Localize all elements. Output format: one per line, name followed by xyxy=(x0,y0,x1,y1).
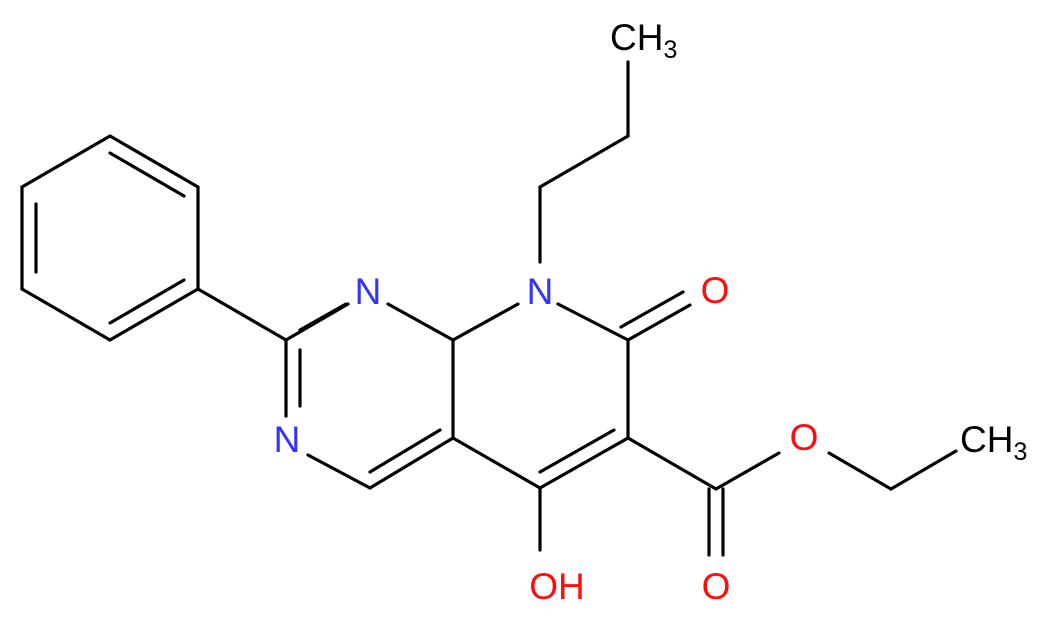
methyl-label: CH3 xyxy=(960,419,1027,466)
methyl-subscript: 3 xyxy=(663,36,677,64)
bond xyxy=(386,302,455,342)
bond-inner xyxy=(108,151,186,198)
bond xyxy=(20,134,112,189)
methyl-main: CH xyxy=(610,17,663,58)
bond xyxy=(889,449,958,491)
bond-inner xyxy=(368,428,442,474)
bond xyxy=(714,451,781,491)
methyl-main: CH xyxy=(960,419,1013,460)
bond-inner xyxy=(108,278,186,325)
bond xyxy=(626,303,692,342)
atom-o: O xyxy=(702,566,731,607)
hydroxyl-label: OH xyxy=(529,566,585,607)
bond xyxy=(538,134,630,189)
atom-n: N xyxy=(274,419,301,460)
bond-inner xyxy=(298,302,348,332)
bond xyxy=(108,134,200,189)
pyridinone-ring xyxy=(451,302,630,490)
bond-inner xyxy=(538,428,616,474)
bond xyxy=(556,302,630,342)
bond xyxy=(20,287,112,342)
bond xyxy=(538,436,630,490)
atom-o: O xyxy=(701,270,730,311)
atom-n: N xyxy=(355,271,382,312)
bond xyxy=(619,290,685,329)
bond xyxy=(368,436,455,490)
bond xyxy=(108,287,200,342)
bond xyxy=(626,436,718,491)
phenyl-ring xyxy=(20,134,200,342)
atom-n: N xyxy=(527,271,554,312)
pyrimidine-ring xyxy=(284,302,455,490)
bond xyxy=(306,453,372,490)
methyl-label: CH3 xyxy=(610,17,677,64)
bond xyxy=(196,287,288,342)
bond xyxy=(451,302,520,342)
methyl-subscript: 3 xyxy=(1013,438,1027,466)
bond xyxy=(451,436,542,490)
atom-o: O xyxy=(790,417,819,458)
bond xyxy=(827,451,893,491)
